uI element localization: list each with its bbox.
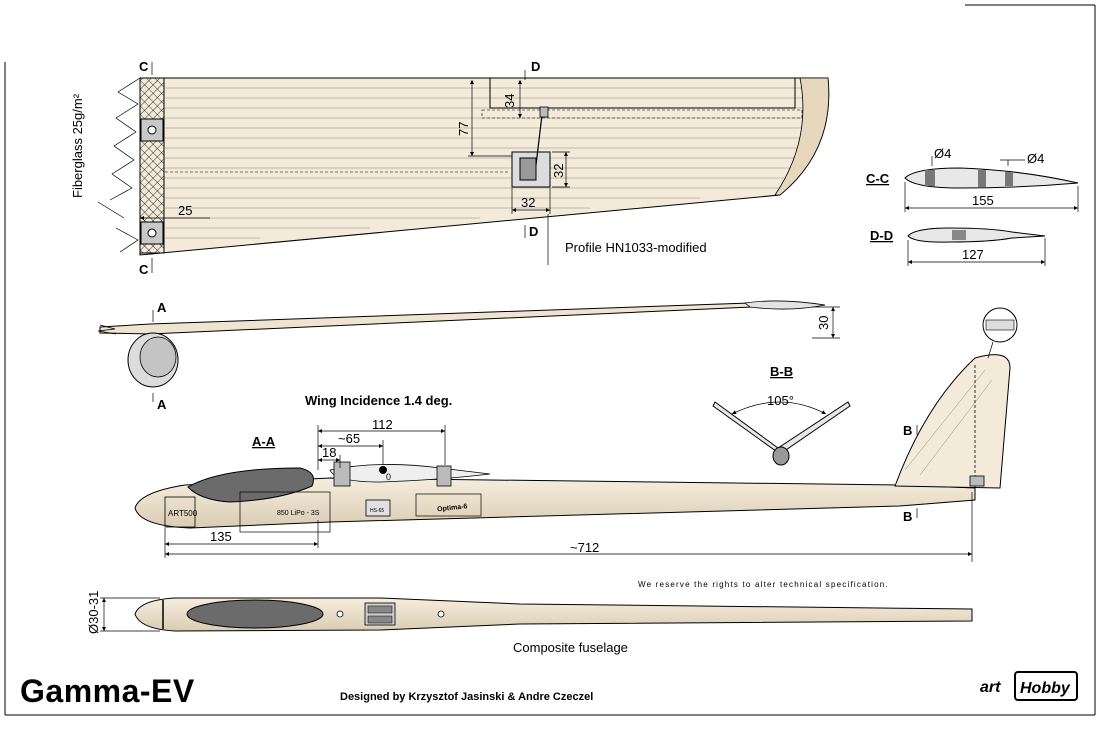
dim-135: 135 bbox=[210, 529, 232, 544]
cc-hole-b: Ø4 bbox=[1027, 151, 1044, 166]
cg-mark: 0 bbox=[386, 472, 391, 482]
brand-hobby: Hobby bbox=[1020, 680, 1071, 697]
section-c-top: C bbox=[139, 59, 149, 74]
fuselage-top-view: Ø30-31 Composite fuselage bbox=[86, 591, 973, 655]
title-block: Gamma-EV Designed by Krzysztof Jasinski … bbox=[20, 671, 1078, 709]
dim-32-horizontal: 32 bbox=[521, 195, 535, 210]
model-name: Gamma-EV bbox=[20, 673, 195, 709]
section-a-top: A bbox=[157, 300, 167, 315]
dim-18: 18 bbox=[322, 445, 336, 460]
designers-credit: Designed by Krzysztof Jasinski & Andre C… bbox=[340, 691, 593, 703]
dim-30: 30 bbox=[816, 316, 831, 330]
rights-note: We reserve the rights to alter technical… bbox=[638, 580, 889, 589]
dim-112: 112 bbox=[372, 417, 393, 432]
section-dd-label: D-D bbox=[870, 228, 893, 243]
dim-diameter: Ø30-31 bbox=[86, 591, 101, 634]
fuselage-caption: Composite fuselage bbox=[513, 640, 628, 655]
dim-32-vertical: 32 bbox=[551, 164, 566, 178]
profile-label: Profile HN1033-modified bbox=[565, 240, 707, 255]
section-b-bottom: B bbox=[903, 509, 912, 524]
section-cc-label: C-C bbox=[866, 171, 890, 186]
cc-hole-a: Ø4 bbox=[934, 146, 951, 161]
battery-label: 850 LiPo - 3S bbox=[277, 510, 320, 517]
dim-77: 77 bbox=[456, 122, 471, 136]
section-cc: C-C Ø4 Ø4 155 bbox=[866, 146, 1079, 212]
section-dd: D-D 127 bbox=[870, 227, 1046, 266]
wing-planform bbox=[109, 77, 830, 256]
section-c-bottom: C bbox=[139, 262, 149, 277]
side-dimensions: 112 ~65 18 135 ~712 We reserve the right… bbox=[164, 417, 973, 589]
dd-chord: 127 bbox=[962, 247, 984, 262]
section-a-bottom: A bbox=[157, 397, 167, 412]
sheet-frame bbox=[4, 4, 1096, 716]
section-b-top: B bbox=[903, 423, 912, 438]
brand-art: art bbox=[980, 679, 1001, 696]
dim-65: ~65 bbox=[338, 431, 360, 446]
section-d-bottom: D bbox=[529, 224, 538, 239]
front-view: A A 30 Wing Incidence 1.4 deg. bbox=[97, 300, 840, 412]
section-d-top: D bbox=[531, 59, 540, 74]
vtail-angle: 105° bbox=[767, 393, 794, 408]
dim-712: ~712 bbox=[570, 540, 599, 555]
fiberglass-label: Fiberglass 25g/m² bbox=[70, 93, 85, 198]
cc-chord: 155 bbox=[972, 193, 994, 208]
dim-34: 34 bbox=[502, 94, 517, 108]
wing-dimensions: C C D D 34 77 32 32 Profile HN1033-modif… bbox=[70, 59, 707, 277]
hobby-logo: Hobby bbox=[1014, 671, 1078, 701]
esc-label: Optima-6 bbox=[437, 503, 468, 513]
side-view: ART500 850 LiPo - 3S Optima-6 HS-65 0 B … bbox=[134, 307, 1018, 533]
servo-label: HS-65 bbox=[370, 508, 384, 514]
section-bb-label: B-B bbox=[770, 364, 793, 379]
section-aa-label: A-A bbox=[252, 434, 276, 449]
vtail-section: B-B 105° bbox=[712, 364, 851, 466]
incidence-label: Wing Incidence 1.4 deg. bbox=[305, 393, 452, 408]
dim-25: 25 bbox=[178, 203, 192, 218]
motor-label: ART500 bbox=[168, 509, 198, 518]
